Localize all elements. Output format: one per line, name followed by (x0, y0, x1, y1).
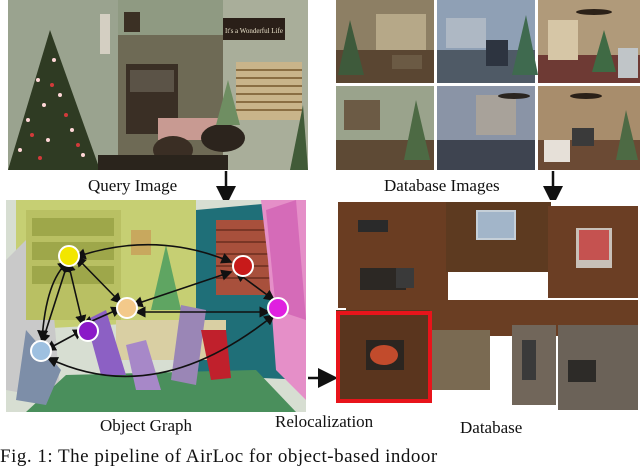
database-image-3 (538, 0, 640, 83)
graph-node-red (232, 255, 254, 277)
graph-edges (37, 243, 276, 378)
database-image-6 (538, 86, 640, 170)
query-image-label: Query Image (88, 176, 178, 195)
database-image-2 (437, 0, 538, 83)
graph-node-magenta (267, 297, 289, 319)
graph-node-yellow (58, 245, 80, 267)
database-map (336, 200, 640, 412)
figure-caption: Fig. 1: The pipeline of AirLoc for objec… (0, 446, 438, 467)
database-images (336, 0, 640, 170)
object-graph-label: Object Graph (100, 416, 193, 435)
query-sign-text: It's a Wonderful Life (225, 27, 283, 35)
graph-node-lightblue (30, 340, 52, 362)
query-image: It's a Wonderful Life (8, 0, 308, 170)
relocalization-highlight-box (336, 311, 432, 403)
database-images-label: Database Images (384, 176, 500, 195)
database-image-5 (437, 86, 535, 170)
object-graph (6, 200, 306, 412)
database-image-4 (336, 86, 434, 170)
graph-node-peach (116, 297, 138, 319)
database-image-1 (336, 0, 434, 83)
graph-node-purple (77, 320, 99, 342)
relocalization-label: Relocalization (275, 412, 374, 431)
database-label: Database (460, 418, 523, 437)
